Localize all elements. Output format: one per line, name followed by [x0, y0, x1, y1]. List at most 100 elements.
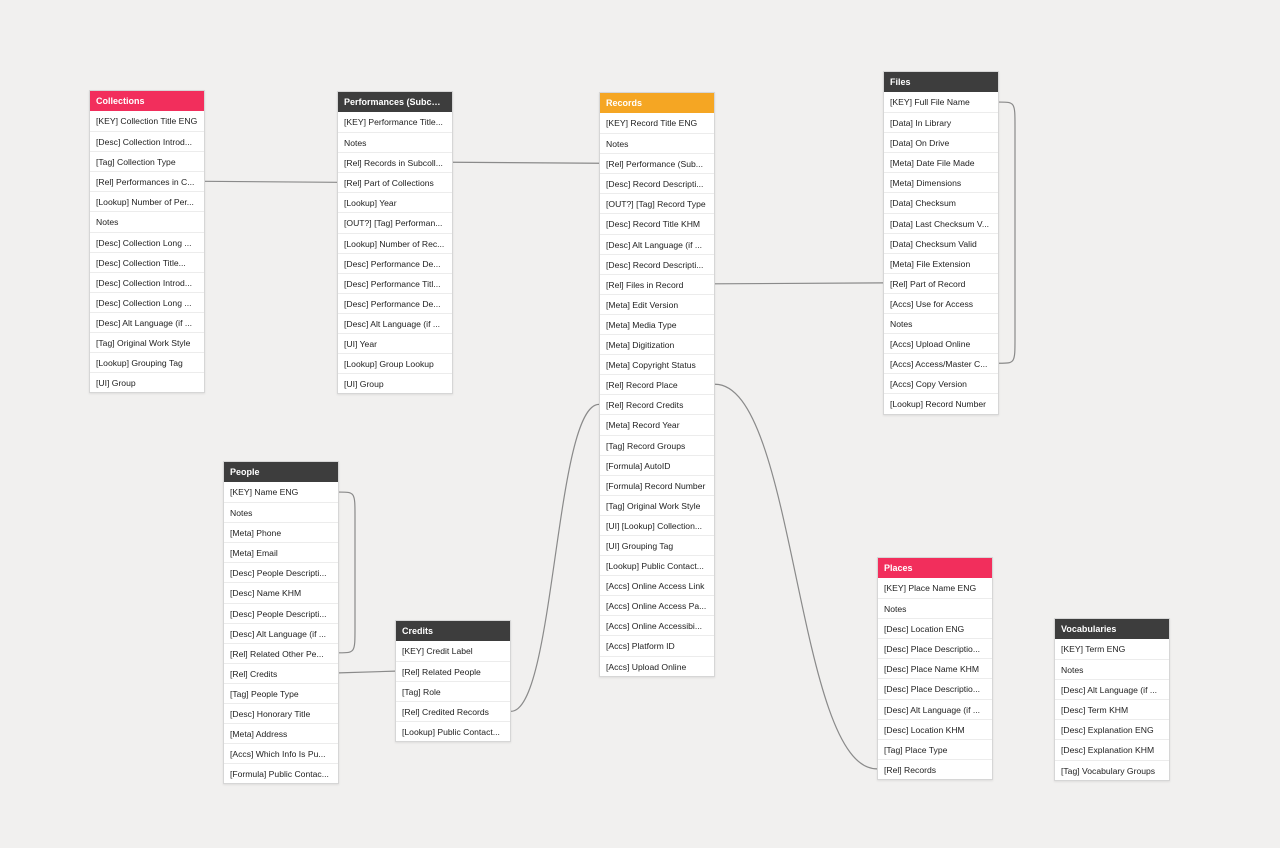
field-row[interactable]: [KEY] Term ENG: [1061, 644, 1126, 654]
field-row[interactable]: [Desc] Place Descriptio...: [878, 638, 992, 658]
field-row[interactable]: [Lookup] Public Contact...: [600, 555, 714, 575]
table-files[interactable]: Files [KEY] Full File Name [Data] In Libr…: [883, 71, 999, 415]
field-row[interactable]: [Desc] People Descripti...: [224, 562, 338, 582]
field-row[interactable]: [Data] Checksum Valid: [884, 232, 998, 253]
field-row[interactable]: [KEY] Record Title ENG: [606, 118, 698, 128]
field-row[interactable]: Notes: [338, 132, 452, 152]
field-row[interactable]: [Desc] Honorary Title: [224, 703, 338, 723]
field-row[interactable]: [KEY] Credit Label: [402, 646, 473, 656]
field-row[interactable]: [Data] Last Checksum V...: [884, 212, 998, 233]
field-row[interactable]: [Accs] Online Access Pa...: [600, 595, 714, 615]
field-row[interactable]: [Rel] Performances in C...: [90, 171, 204, 191]
field-row[interactable]: [Rel] Credited Records: [396, 701, 510, 721]
table-header[interactable]: Collections: [90, 91, 204, 111]
field-row[interactable]: [Rel] Performance (Sub...: [600, 153, 714, 173]
field-row[interactable]: [Desc] Record Title KHM: [600, 213, 714, 233]
field-row[interactable]: [Desc] Name KHM: [224, 582, 338, 602]
field-row[interactable]: [Meta] Digitization: [600, 334, 714, 354]
field-row[interactable]: Notes: [884, 313, 998, 333]
field-row[interactable]: [Meta] Copyright Status: [600, 354, 714, 374]
field-row[interactable]: [Rel] Related People: [396, 661, 510, 681]
field-row[interactable]: [Rel] Records: [878, 758, 992, 779]
field-row[interactable]: [Desc] Record Descripti...: [600, 253, 714, 274]
field-row[interactable]: [Desc] People Descripti...: [224, 602, 338, 623]
field-row[interactable]: [Tag] Original Work Style: [600, 494, 714, 515]
field-row[interactable]: [Desc] Performance De...: [338, 292, 452, 313]
field-row[interactable]: [Data] In Library: [884, 112, 998, 132]
field-row[interactable]: [Desc] Alt Language (if ...: [1055, 679, 1169, 699]
field-row[interactable]: [Rel] Part of Collections: [338, 172, 452, 192]
field-row[interactable]: [Lookup] Public Contact...: [396, 721, 510, 741]
table-performances[interactable]: Performances (Subcoll... [KEY] Performan…: [337, 91, 453, 395]
field-row[interactable]: [Accs] Access/Master C...: [884, 353, 998, 373]
field-row[interactable]: [Formula] AutoID: [600, 454, 714, 475]
field-row[interactable]: [Desc] Term KHM: [1055, 699, 1169, 719]
field-row[interactable]: [Meta] Email: [224, 542, 338, 562]
table-header[interactable]: Vocabularies: [1055, 619, 1169, 639]
field-row[interactable]: [Lookup] Year: [338, 192, 452, 212]
table-header[interactable]: Places: [878, 558, 992, 578]
field-row[interactable]: [Desc] Performance De...: [338, 252, 452, 273]
field-row[interactable]: [KEY] Performance Title...: [344, 117, 443, 127]
field-row[interactable]: [Tag] Record Groups: [600, 434, 714, 455]
field-row[interactable]: [UI] Group: [90, 372, 204, 392]
field-row[interactable]: Notes: [1055, 659, 1169, 679]
field-row[interactable]: [Rel] Part of Record: [884, 272, 998, 293]
field-row[interactable]: [Desc] Location KHM: [878, 718, 992, 739]
field-row[interactable]: [Desc] Alt Language (if ...: [224, 622, 338, 643]
field-row[interactable]: [Tag] Place Type: [878, 738, 992, 759]
field-row[interactable]: [Rel] Record Credits: [600, 394, 714, 414]
field-row[interactable]: [Meta] Media Type: [600, 313, 714, 334]
field-row[interactable]: [Desc] Explanation KHM: [1055, 739, 1169, 759]
field-row[interactable]: [Rel] Records in Subcoll...: [338, 152, 452, 172]
field-row[interactable]: Notes: [600, 133, 714, 153]
field-row[interactable]: [Desc] Place Descriptio...: [878, 678, 992, 698]
table-header[interactable]: Files: [884, 72, 998, 92]
field-row[interactable]: [Rel] Files in Record: [600, 273, 714, 294]
field-row[interactable]: [Tag] Vocabulary Groups: [1055, 759, 1169, 780]
field-row[interactable]: Notes: [90, 211, 204, 231]
field-row[interactable]: [UI] [Lookup] Collection...: [600, 514, 714, 535]
field-row[interactable]: [Desc] Alt Language (if ...: [90, 311, 204, 332]
field-row[interactable]: Notes: [224, 502, 338, 522]
field-row[interactable]: [Tag] Role: [396, 681, 510, 701]
field-row[interactable]: [OUT?] [Tag] Record Type: [600, 193, 714, 213]
field-row[interactable]: [Lookup] Group Lookup: [338, 353, 452, 373]
field-row[interactable]: [KEY] Full File Name: [890, 97, 970, 107]
field-row[interactable]: [UI] Year: [338, 333, 452, 353]
table-header[interactable]: Records: [600, 93, 714, 113]
field-row[interactable]: [Tag] Original Work Style: [90, 332, 204, 352]
field-row[interactable]: [Meta] File Extension: [884, 252, 998, 273]
field-row[interactable]: [Accs] Upload Online: [600, 655, 714, 676]
field-row[interactable]: [KEY] Place Name ENG: [884, 583, 977, 593]
field-row[interactable]: [KEY] Name ENG: [230, 487, 299, 497]
field-row[interactable]: [Tag] Collection Type: [90, 151, 204, 171]
field-row[interactable]: [Meta] Phone: [224, 522, 338, 542]
field-row[interactable]: [Desc] Performance Titl...: [338, 272, 452, 293]
field-row[interactable]: [Lookup] Number of Per...: [90, 191, 204, 211]
table-header[interactable]: Credits: [396, 621, 510, 641]
field-row[interactable]: [Rel] Related Other Pe...: [224, 642, 338, 663]
field-row[interactable]: [Desc] Collection Title...: [90, 251, 204, 272]
field-row[interactable]: [Meta] Edit Version: [600, 293, 714, 314]
field-row[interactable]: [Desc] Place Name KHM: [878, 658, 992, 678]
field-row[interactable]: [UI] Group: [338, 373, 452, 393]
field-row[interactable]: [Meta] Address: [224, 723, 338, 743]
field-row[interactable]: [Desc] Collection Long ...: [90, 291, 204, 312]
field-row[interactable]: [Lookup] Record Number: [884, 393, 998, 413]
table-header[interactable]: Performances (Subcoll...: [338, 92, 452, 112]
field-row[interactable]: [Desc] Collection Long ...: [90, 231, 204, 252]
field-row[interactable]: [Desc] Record Descripti...: [600, 173, 714, 193]
field-row[interactable]: [Rel] Record Place: [600, 374, 714, 394]
field-row[interactable]: [Desc] Alt Language (if ...: [600, 233, 714, 254]
table-credits[interactable]: Credits [KEY] Credit Label [Rel] Related …: [395, 620, 511, 743]
field-row[interactable]: [Meta] Record Year: [600, 414, 714, 434]
field-row[interactable]: [Desc] Location ENG: [878, 618, 992, 638]
field-row[interactable]: [Accs] Online Accessibi...: [600, 615, 714, 635]
field-row[interactable]: [Desc] Alt Language (if ...: [878, 698, 992, 719]
field-row[interactable]: [Desc] Collection Introd...: [90, 271, 204, 292]
field-row[interactable]: [Lookup] Number of Rec...: [338, 232, 452, 253]
